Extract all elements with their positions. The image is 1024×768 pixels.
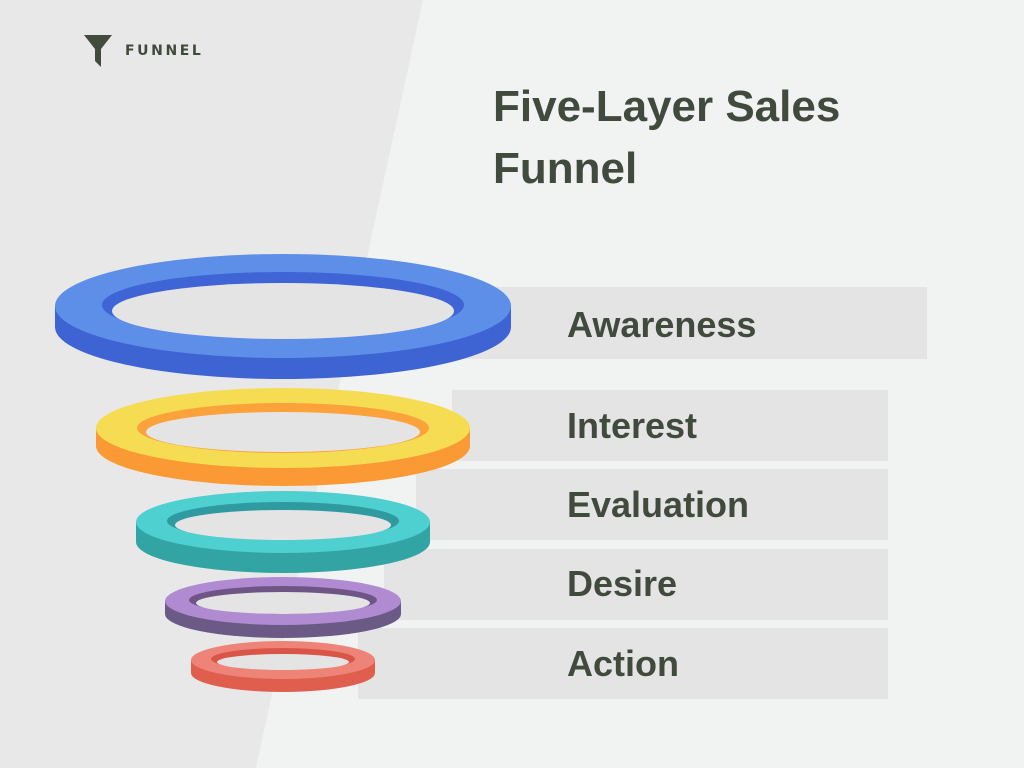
brand: FUNNEL bbox=[83, 34, 203, 68]
stage-band-evaluation bbox=[416, 469, 888, 540]
page-title: Five-Layer Sales Funnel bbox=[493, 82, 841, 193]
stage-label-interest: Interest bbox=[567, 405, 698, 446]
brand-label: FUNNEL bbox=[125, 43, 204, 59]
stage-label-evaluation: Evaluation bbox=[567, 484, 750, 525]
stage-band-awareness bbox=[463, 287, 927, 359]
funnel-icon bbox=[84, 35, 112, 67]
stage-band-action bbox=[358, 628, 888, 699]
stage-label-awareness: Awareness bbox=[567, 304, 757, 345]
stage-band-desire bbox=[384, 549, 888, 620]
stage-label-action: Action bbox=[567, 643, 679, 684]
stage-label-desire: Desire bbox=[567, 563, 678, 604]
stage-band-interest bbox=[452, 390, 888, 461]
